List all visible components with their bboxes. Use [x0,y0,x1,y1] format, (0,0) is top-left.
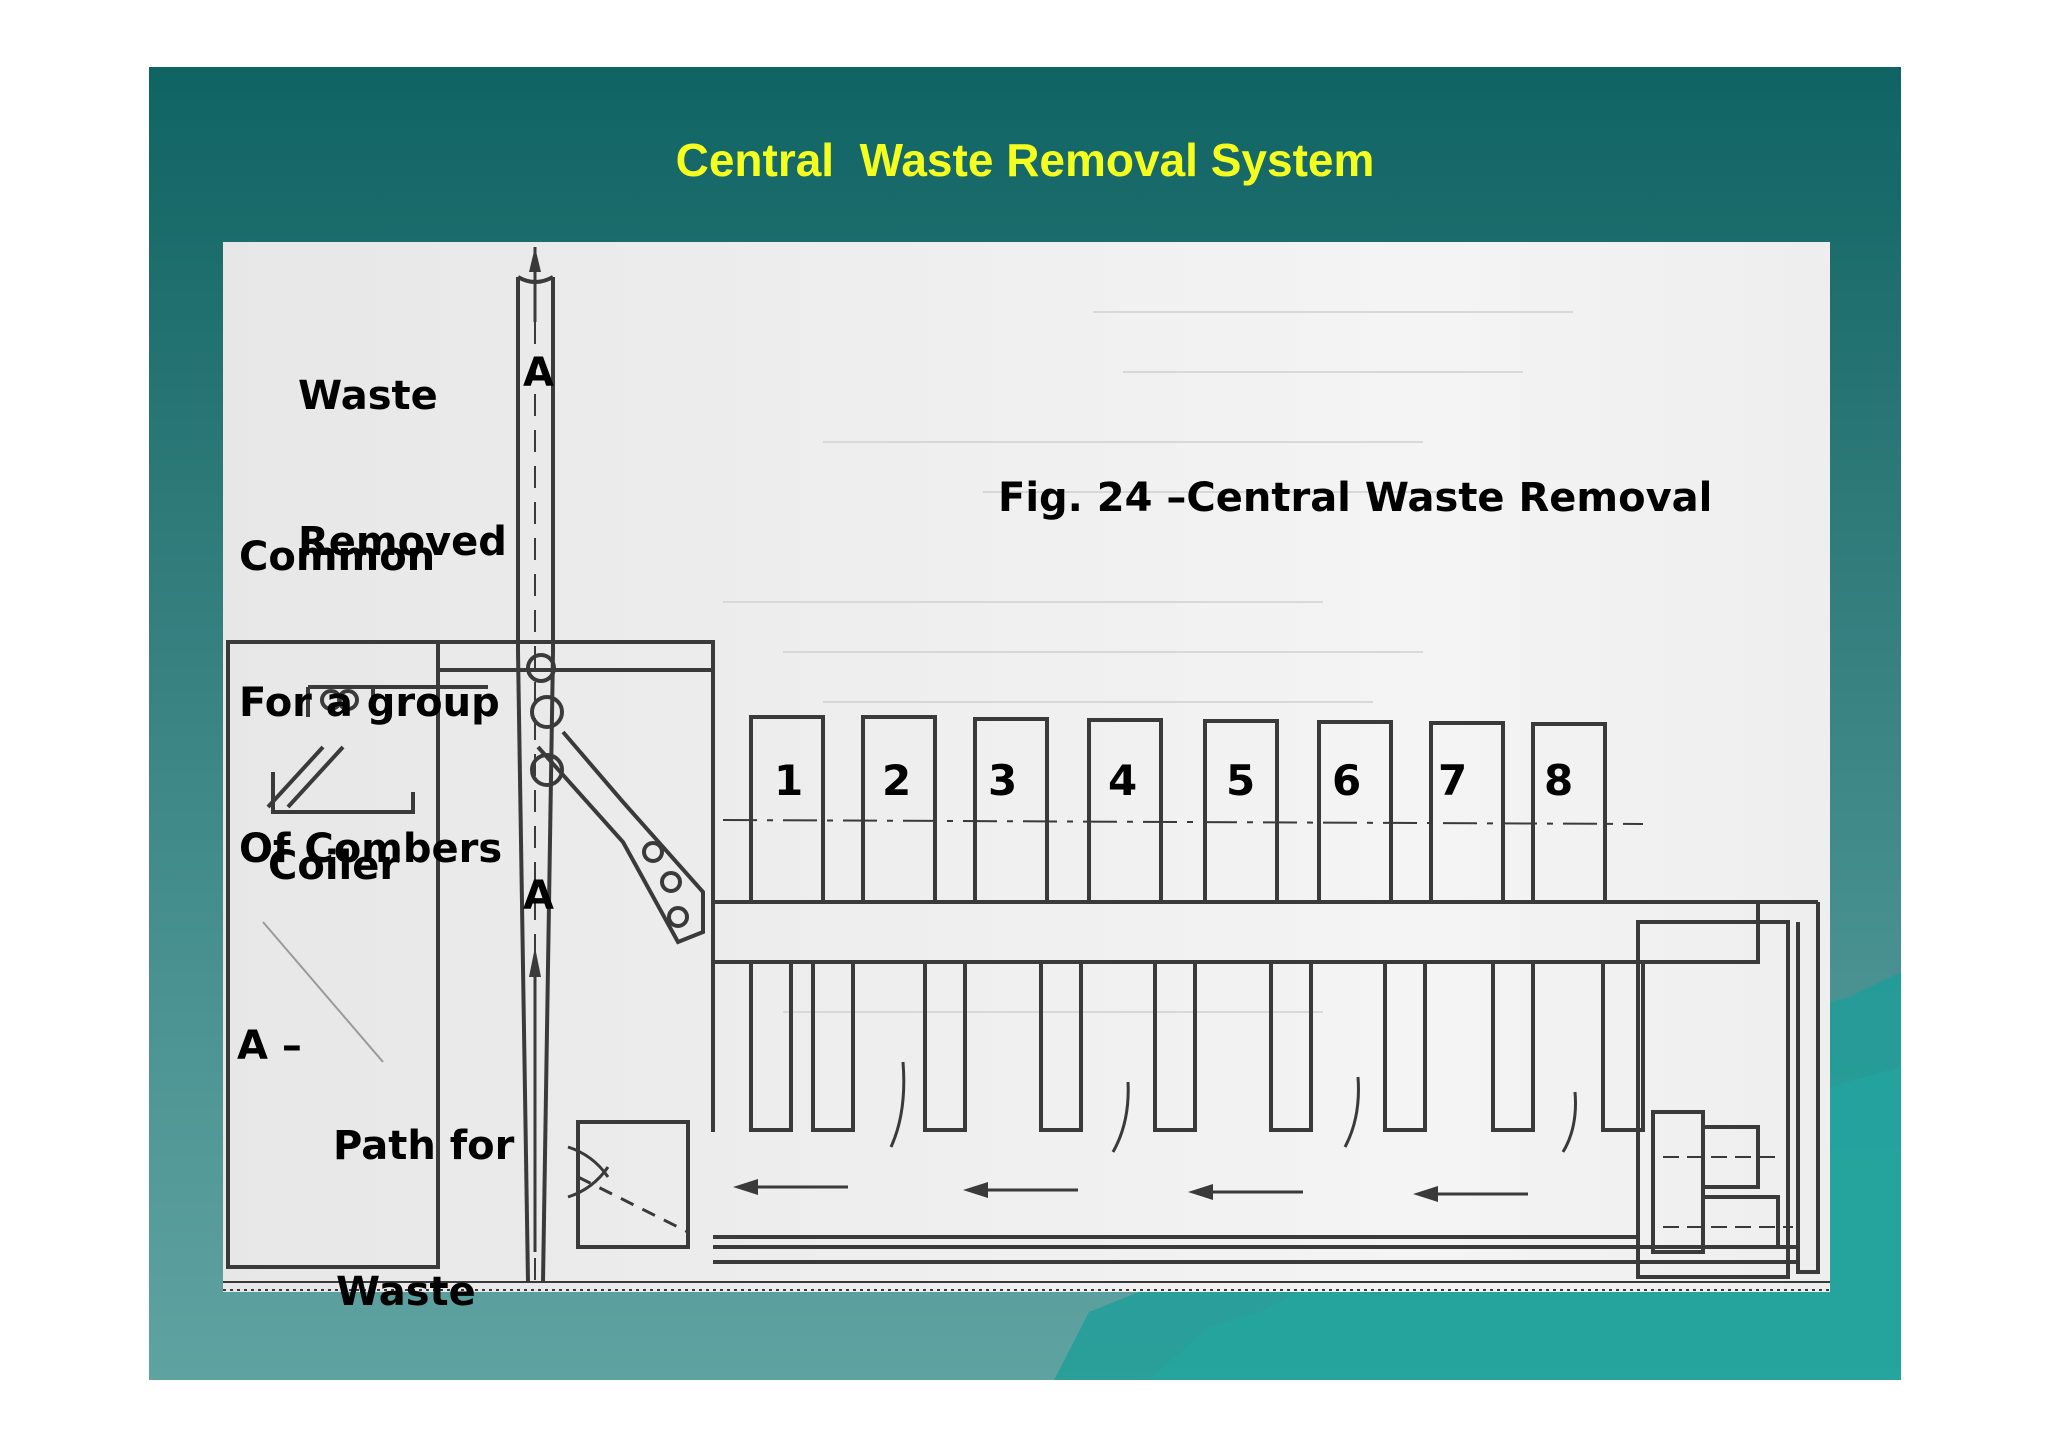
comber-number-2: 2 [882,756,912,805]
label-path-a-mid: A [523,873,554,919]
comber-waste-diagram [223,247,1830,1291]
comber-number-5: 5 [1226,756,1256,805]
comber-heads [749,715,1607,904]
legend-path-line2: Waste [336,1268,476,1315]
suction-hoppers [749,962,1645,1132]
comber-number-8: 8 [1544,756,1574,805]
label-waste-removed: Waste Removed [298,274,507,664]
label-waste-removed-line1: Waste [298,372,438,419]
comber-number-7: 7 [1438,756,1468,805]
legend-path-line1: Path for [333,1122,515,1169]
waste-duct [516,247,564,1283]
slide: Central Waste Removal System [149,67,1901,1380]
legend-path: Path for Waste [333,1024,514,1380]
label-path-a-top: A [523,350,554,396]
comber-frame [567,819,1820,1279]
legend-a: A – [237,1023,302,1069]
figure-caption: Fig. 24 –Central Waste Removal [998,475,1713,521]
floor-line [223,1281,1830,1291]
slide-title: Central Waste Removal System [675,134,1375,186]
label-common: Common For a group Of Combers [239,435,502,972]
flow-arrows [743,1061,1577,1196]
label-common-line2: For a group [239,679,500,726]
label-common-line3: Of Combers [239,826,503,873]
diagram-panel: Waste Removed A Common For a group Of Co… [223,242,1830,1315]
label-waste-removed-line2: Removed [298,518,507,565]
comber-number-4: 4 [1108,756,1138,805]
comber-number-3: 3 [988,756,1018,805]
comber-number-6: 6 [1332,756,1362,805]
comber-number-1: 1 [774,756,804,805]
inclined-feed [536,730,705,945]
label-common-line1: Common [239,533,436,580]
label-coiler: Coiler [268,843,400,889]
